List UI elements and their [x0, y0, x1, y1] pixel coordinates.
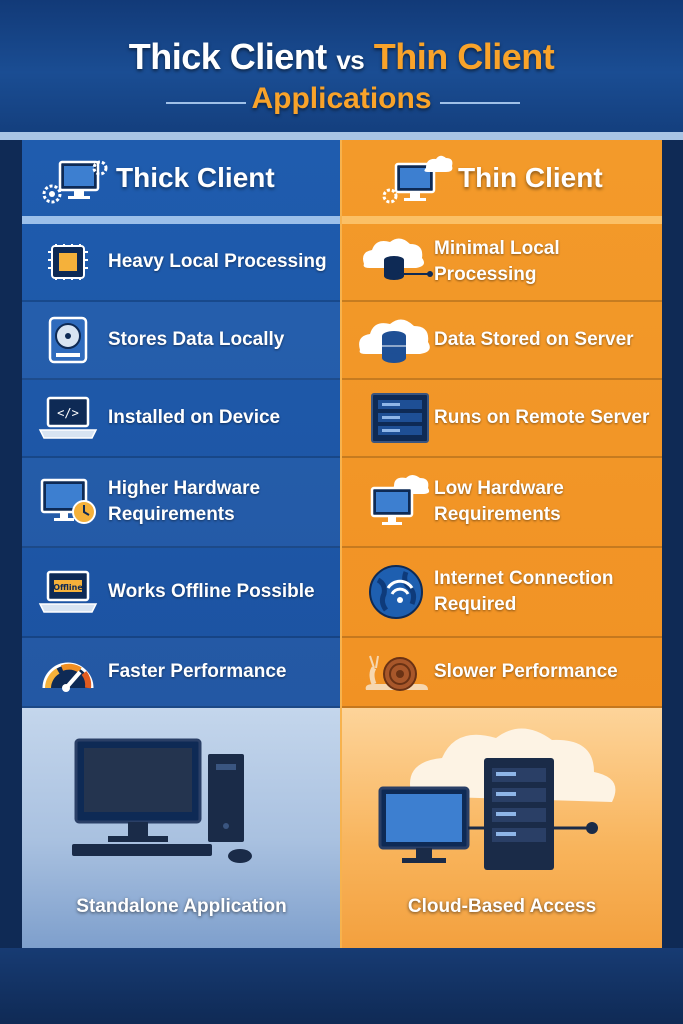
thin-row-hardware: Low Hardware Requirements [342, 458, 662, 548]
svg-text:</>: </> [57, 406, 79, 420]
snail-icon [365, 655, 428, 691]
thin-heading-bar [342, 216, 662, 224]
cpu-chip-icon [48, 244, 88, 280]
thin-bottom-label: Cloud-Based Access [407, 896, 597, 917]
thick-client-title: Thick Client [116, 162, 275, 193]
monitor-cloud-icon [382, 155, 453, 204]
header: Thick Client vs Thin Client Applications [0, 0, 683, 132]
page-subtitle: Applications [251, 82, 432, 115]
thin-row-storage: Data Stored on Server [342, 302, 662, 380]
thick-row-offline: Offline Works Offline Possible [22, 548, 341, 638]
thick-row-performance: Faster Performance [22, 638, 341, 708]
thin-bottom-panel: Cloud-Based Access [342, 708, 662, 948]
thin-client-title: Thin Client [458, 162, 603, 193]
thick-bottom-label: Standalone Application [76, 896, 287, 917]
column-divider [340, 140, 343, 948]
offline-tag-text: Offline [53, 583, 83, 592]
thick-row-installed-label: Installed on Device [108, 407, 281, 428]
thin-client-heading: Thin Client [342, 140, 662, 224]
server-rack-icon [371, 393, 429, 443]
monitor-clock-icon [40, 478, 96, 524]
thick-heading-bar [22, 216, 341, 224]
cloud-server-icon [378, 728, 616, 870]
globe-wifi-icon [369, 565, 423, 619]
thin-client-column: Thin Client Minimal Local Processing Dat… [342, 140, 662, 948]
thick-row-processing: Heavy Local Processing [22, 224, 341, 302]
thin-row-performance-label: Slower Performance [434, 661, 618, 682]
monitor-cloud-small-icon [370, 475, 430, 525]
thick-row-processing-label: Heavy Local Processing [108, 251, 327, 272]
thick-bottom-panel: Standalone Application [22, 708, 341, 948]
thin-row-storage-label: Data Stored on Server [434, 329, 634, 350]
thin-row-performance: Slower Performance [342, 638, 662, 708]
thin-row-remote-label: Runs on Remote Server [434, 407, 650, 428]
laptop-offline-icon: Offline [38, 570, 98, 613]
page-title: Thick Client vs Thin Client [0, 36, 683, 78]
desktop-gears-icon [42, 160, 108, 204]
thin-row-internet-label: Internet Connection Required [434, 568, 614, 615]
thick-row-storage-label: Stores Data Locally [108, 329, 285, 350]
thick-row-hardware-label: Higher Hardware Requirements [108, 478, 261, 525]
title-thin: Thin Client [373, 36, 555, 77]
hard-drive-icon [48, 316, 88, 364]
thick-row-performance-label: Faster Performance [108, 661, 287, 682]
title-thick: Thick Client [128, 36, 328, 77]
footer-band [0, 948, 683, 1024]
cloud-storage-icon [359, 319, 430, 363]
thin-row-processing: Minimal Local Processing [342, 224, 662, 302]
thick-row-hardware: Higher Hardware Requirements [22, 458, 341, 548]
thick-client-heading: Thick Client [22, 140, 341, 224]
thin-row-remote: Runs on Remote Server [342, 380, 662, 458]
title-vs: vs [336, 45, 365, 75]
thick-row-installed: </> Installed on Device [22, 380, 341, 458]
thin-row-hardware-label: Low Hardware Requirements [434, 478, 564, 525]
thick-client-column: Thick Client Heavy Local Processing Stor… [22, 140, 341, 948]
speedometer-icon [42, 662, 94, 692]
desktop-computer-icon [72, 738, 252, 863]
cloud-database-icon [363, 238, 433, 280]
thin-row-internet: Internet Connection Required [342, 548, 662, 638]
header-separator [0, 132, 683, 140]
laptop-code-icon: </> [38, 396, 98, 439]
thick-row-offline-label: Works Offline Possible [108, 581, 315, 602]
title-rule-right [440, 102, 520, 104]
thick-row-storage: Stores Data Locally [22, 302, 341, 380]
title-rule-left [166, 102, 246, 104]
thin-row-processing-label: Minimal Local Processing [434, 238, 560, 285]
